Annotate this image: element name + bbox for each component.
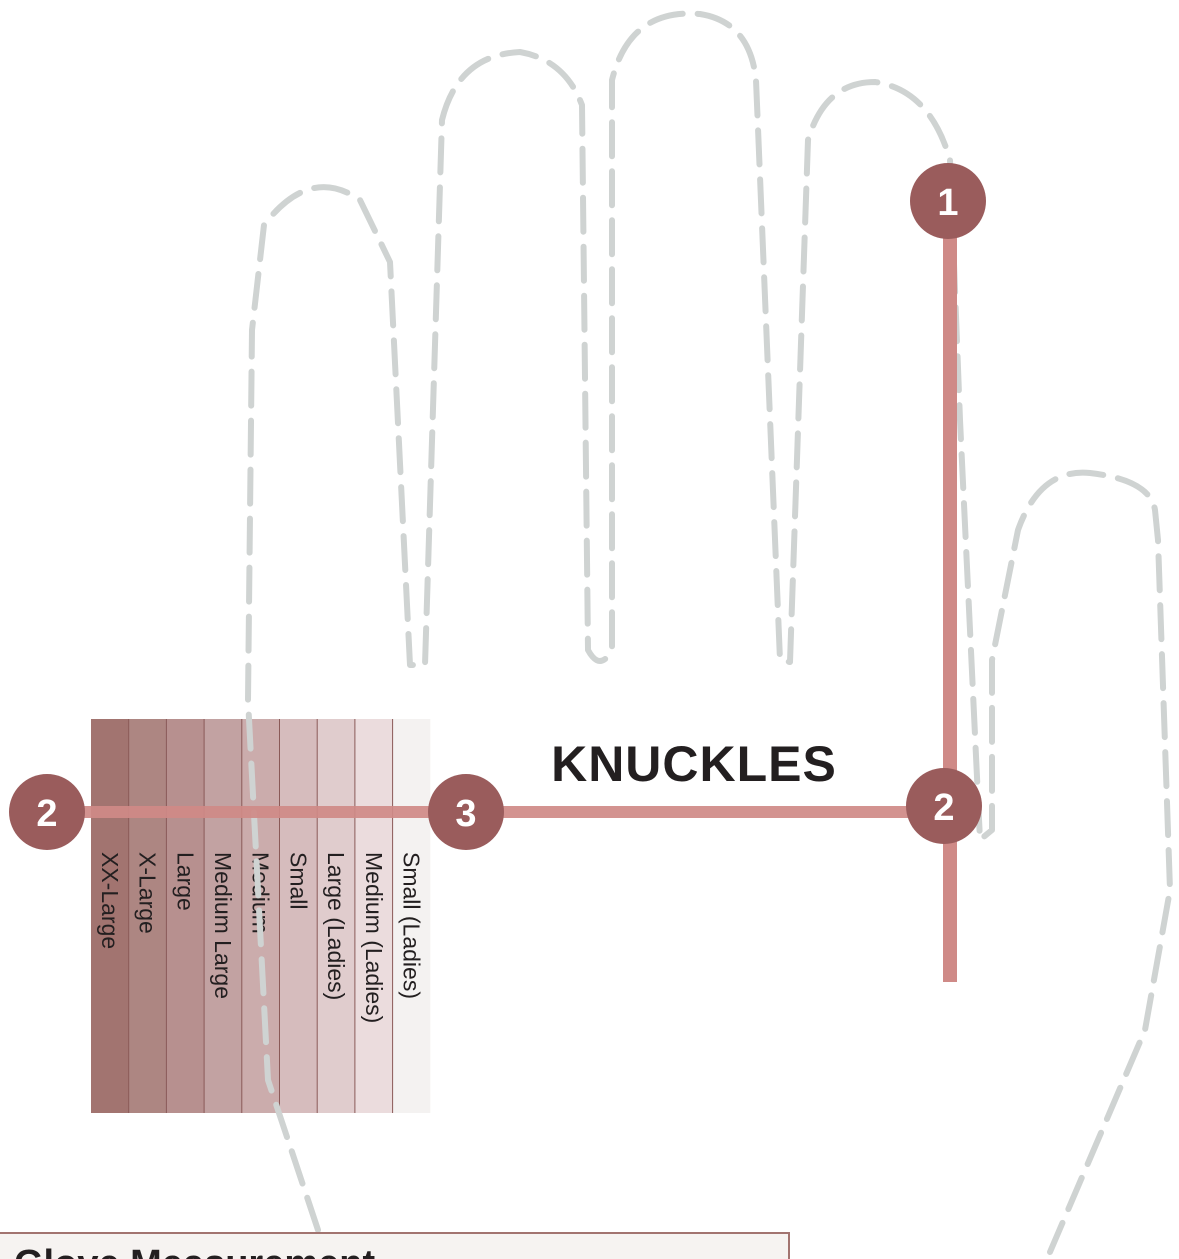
size-strip-band xyxy=(91,719,129,1113)
size-strip: Large xyxy=(165,719,205,1113)
marker-2-right-number: 2 xyxy=(933,787,954,829)
size-strip-label: Medium Large xyxy=(210,852,236,999)
size-strip-label: Small (Ladies) xyxy=(398,852,424,999)
marker-1-number: 1 xyxy=(937,182,958,224)
marker-3-number: 3 xyxy=(455,793,476,835)
hand-outline xyxy=(245,10,1173,1255)
size-strip-band xyxy=(279,719,318,1113)
size-strip-band xyxy=(166,719,205,1113)
size-strip-label: Medium (Ladies) xyxy=(361,852,387,1023)
size-strip-band xyxy=(354,719,393,1113)
size-strip: Small (Ladies) xyxy=(392,719,431,1113)
info-box: Glove Measurement xyxy=(0,1232,790,1259)
size-strip: Medium Large xyxy=(203,719,242,1113)
marker-3: 3 xyxy=(428,774,504,850)
size-strip-band xyxy=(392,719,431,1113)
size-strip-label: X-Large xyxy=(135,852,161,934)
size-strip-label: Large xyxy=(172,852,198,911)
marker-2-left: 2 xyxy=(9,774,85,850)
marker-2-right: 2 xyxy=(906,768,982,844)
marker-2-left-number: 2 xyxy=(36,793,57,835)
marker-1: 1 xyxy=(910,163,986,239)
size-strip: Medium (Ladies) xyxy=(354,719,393,1113)
size-strip-label: XX-Large xyxy=(97,852,123,949)
size-strip-band xyxy=(317,719,355,1113)
info-box-title: Glove Measurement xyxy=(14,1243,375,1259)
size-strip-label: Large (Ladies) xyxy=(323,852,349,1000)
size-strip: X-Large xyxy=(128,719,167,1113)
size-strip: XX-Large xyxy=(91,719,129,1113)
size-strip-label: Small xyxy=(285,852,311,910)
size-strip: Large (Ladies) xyxy=(316,719,355,1113)
size-strip-band xyxy=(204,719,242,1113)
size-strip-band xyxy=(128,719,167,1113)
knuckles-label: KNUCKLES xyxy=(551,736,837,792)
size-strip: Small xyxy=(279,719,318,1113)
